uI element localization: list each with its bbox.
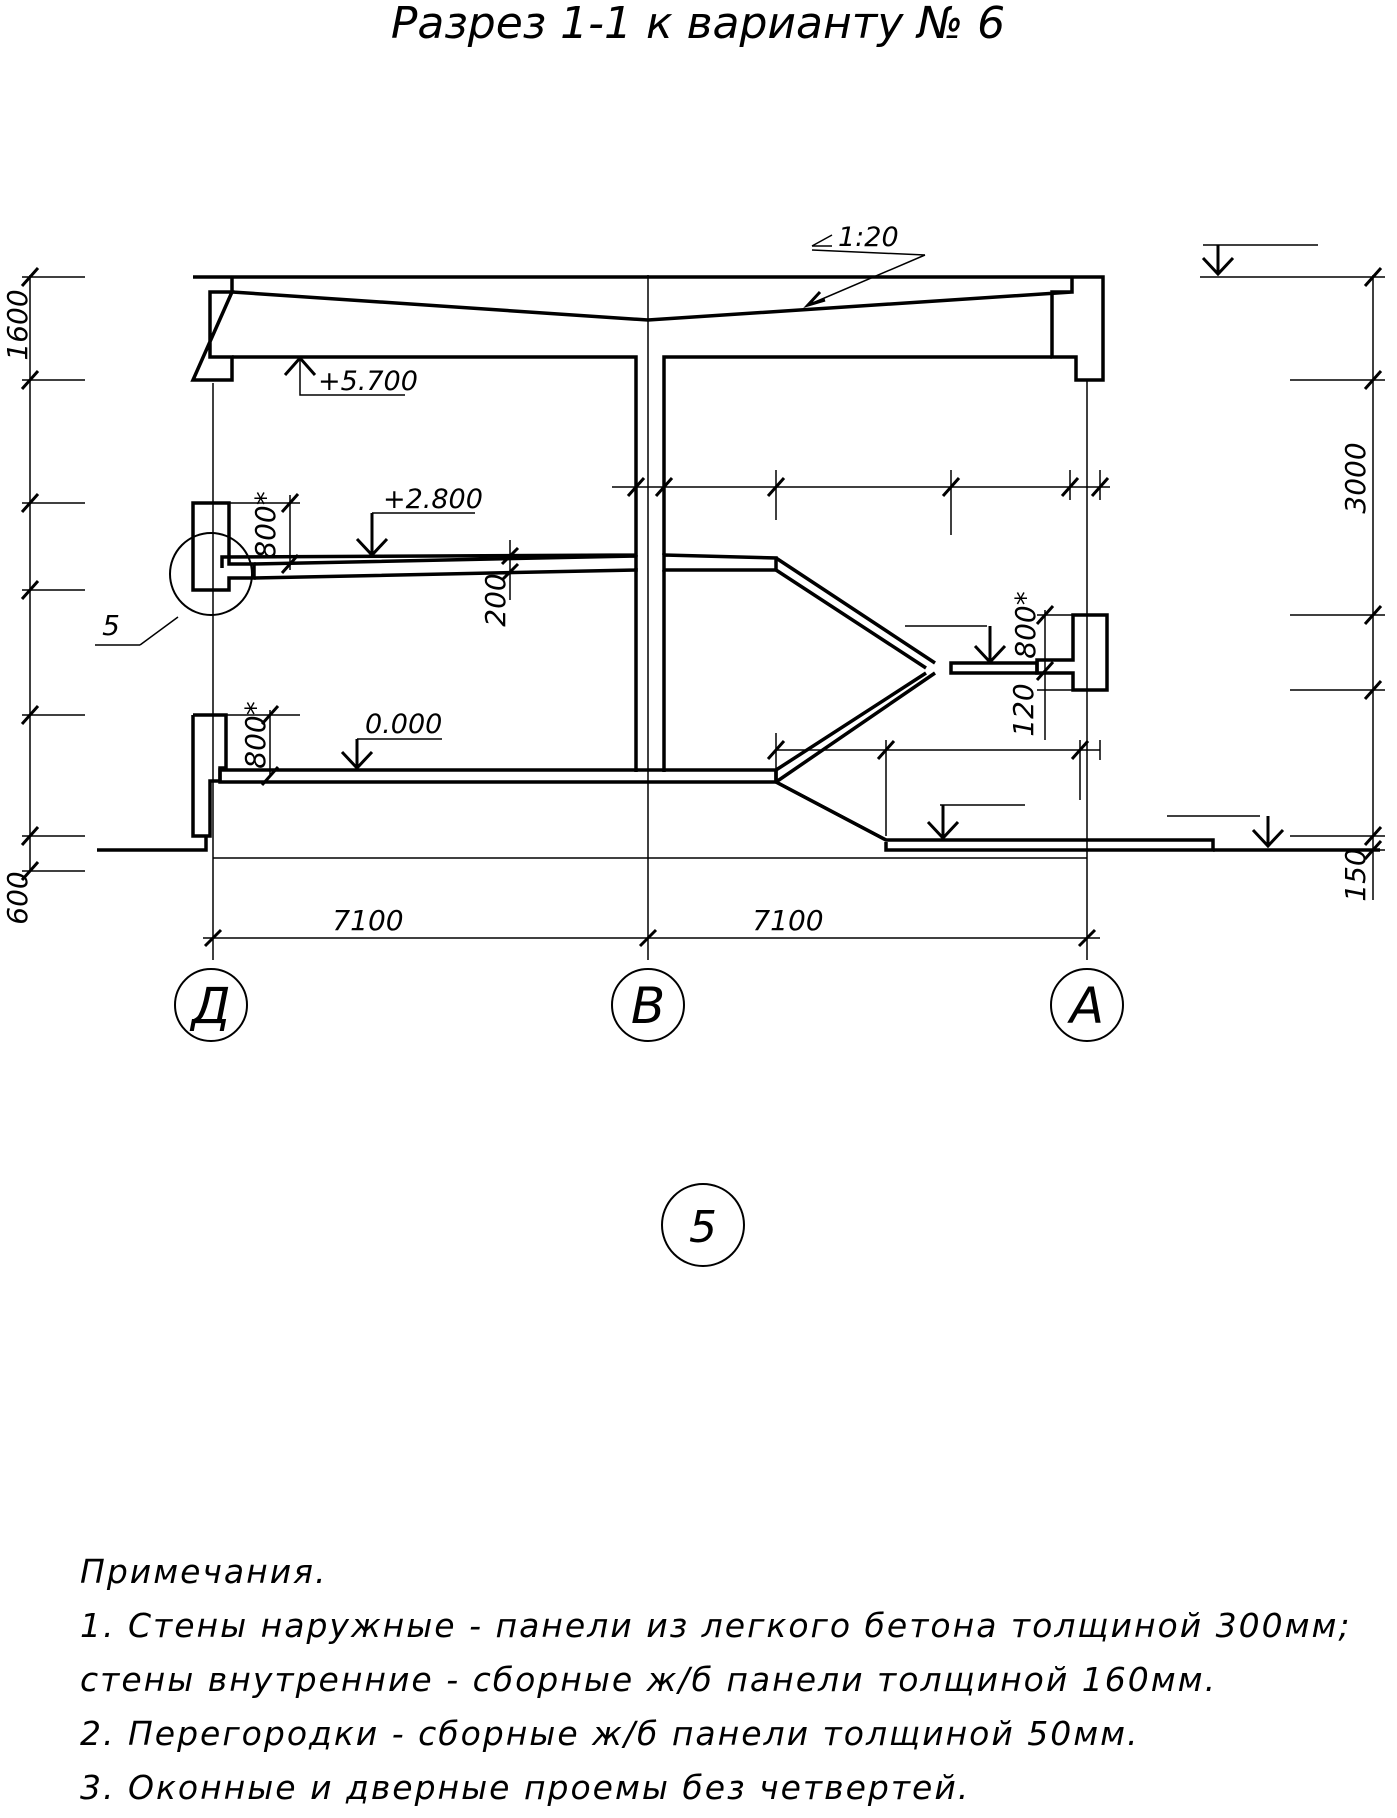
axis-label-D: Д	[189, 977, 230, 1035]
note-line-4: 3. Оконные и дверные проемы без четверте…	[80, 1768, 971, 1807]
detail-number-circle	[661, 1183, 745, 1267]
floor-slab-2800-right	[662, 553, 778, 572]
notes-heading: Примечания.	[80, 1552, 328, 1591]
interior-wall-lower	[634, 568, 666, 770]
drawing-title: Разрез 1-1 к варианту № 6	[391, 0, 1005, 49]
dim-left-bottom: 600	[1, 871, 34, 924]
detail-number-label: 5	[689, 1202, 717, 1253]
dim-left-top: 1600	[1, 289, 34, 360]
floor-slab-ground	[218, 768, 778, 784]
note-line-3: 2. Перегородки - сборные ж/б панели толщ…	[80, 1714, 1140, 1753]
detail-callout-circle	[169, 532, 253, 616]
dim-window-left-lower: 800*	[239, 701, 272, 768]
level-arrows	[283, 245, 1285, 849]
dim-right-bottom: 150	[1339, 848, 1372, 901]
note-line-2: стены внутренние - сборные ж/б панели то…	[80, 1660, 1218, 1699]
thin-lines	[22, 244, 1385, 960]
detail-callout-label: 5	[102, 609, 120, 642]
right-wall-stub	[1035, 613, 1109, 692]
roof-slope-label: 1:20	[838, 222, 899, 253]
left-wall-lower	[97, 713, 228, 852]
axis-bubble-V	[611, 968, 685, 1042]
level-ground-label: 0.000	[365, 709, 442, 740]
circles	[169, 532, 1124, 1267]
note-line-1: 1. Стены наружные - панели из легкого бе…	[80, 1606, 1352, 1645]
dim-slab: 200	[479, 573, 512, 626]
dim-window-left-upper: 800*	[249, 491, 282, 558]
axis-label-A: А	[1067, 977, 1104, 1035]
dim-right-height: 3000	[1339, 442, 1372, 513]
level-roof-label: +5.700	[318, 366, 418, 397]
dim-step: 120	[1007, 683, 1040, 736]
stair-landing	[949, 661, 1039, 675]
left-wall-upper	[191, 501, 256, 592]
dim-window-right: 800*	[1009, 591, 1042, 658]
notes-block: Примечания. 1. Стены наружные - панели и…	[80, 1545, 1380, 1815]
dim-ticks	[20, 267, 1383, 948]
axis-bubble-A	[1050, 968, 1124, 1042]
dim-span-left: 7100	[332, 904, 403, 937]
stair-flights	[775, 556, 936, 784]
level-marker-roof-leader	[299, 358, 405, 396]
axis-bubble-D	[174, 968, 248, 1042]
level-floor2-label: +2.800	[383, 484, 483, 515]
axis-label-V: В	[631, 977, 665, 1035]
floor-slab-2800-left	[253, 554, 638, 580]
level-arrow-roof	[283, 355, 317, 376]
dim-span-right: 7100	[752, 904, 823, 937]
